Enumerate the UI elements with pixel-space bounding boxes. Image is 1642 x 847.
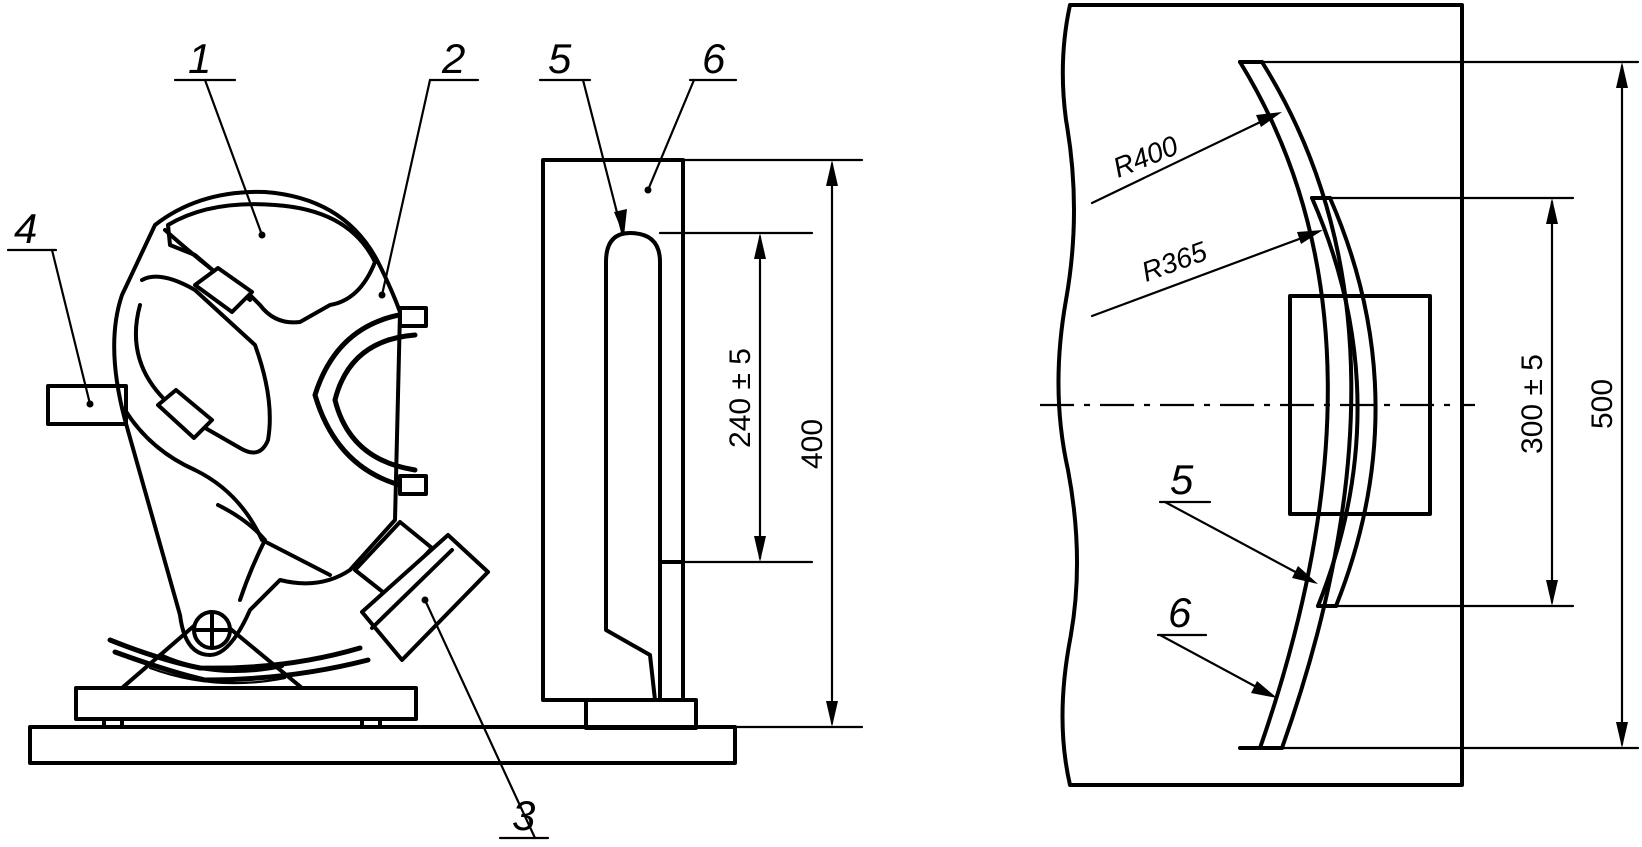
target-plate-base (584, 698, 698, 730)
plan-leader-arrow-6 (1251, 681, 1277, 698)
radius-leader-365 (1090, 230, 1320, 318)
leader-dot-3 (421, 596, 429, 604)
leader-1 (203, 78, 264, 237)
visor-inner (332, 332, 418, 473)
radius-arrow-400 (1256, 112, 1282, 127)
dim-arrow-240-bottom (754, 536, 766, 562)
strap-buckle-top (193, 266, 254, 314)
strap-side (140, 274, 272, 455)
dim-label-inner-height: 300 ± 5 (1516, 354, 1549, 454)
visor-outer (312, 309, 428, 493)
cheek-line (123, 408, 332, 577)
dim-label-slot-height: 240 ± 5 (724, 348, 757, 448)
outer-arc-back (1260, 60, 1354, 750)
filter-canister-edge (370, 548, 454, 630)
probe-rod (46, 384, 128, 426)
hose (107, 637, 363, 671)
leader-3 (423, 598, 537, 840)
support-arc-inner (148, 666, 287, 685)
leader-4 (50, 248, 92, 406)
leader-dot-1 (258, 231, 266, 239)
plan-callout-5: 5 (1170, 456, 1194, 503)
hose-lower (112, 649, 371, 683)
dim-arrow-240-top (754, 233, 766, 259)
callout-3: 3 (512, 792, 535, 839)
head-projection (1288, 294, 1432, 516)
leader-arrow-5 (614, 209, 627, 236)
skull-cap (166, 202, 377, 325)
outer-arc-front (1238, 60, 1330, 750)
callout-6: 6 (702, 35, 726, 82)
plan-callout-6: 6 (1168, 589, 1192, 636)
base-plate (28, 725, 737, 765)
radius-label-365: R365 (1137, 235, 1211, 287)
plan-leader-6 (1158, 633, 1275, 698)
leader-6 (646, 78, 696, 192)
leader-dot-2 (378, 291, 386, 299)
dim-arrow-300-top (1546, 198, 1558, 224)
right-view: R400 R365 300 ± 5 500 5 6 (1040, 3, 1640, 787)
dim-arrow-500-bottom (1616, 722, 1628, 748)
radius-label-400: R400 (1109, 130, 1183, 184)
inner-arc-front (1310, 196, 1360, 608)
visor-clip-bottom (398, 474, 428, 496)
radius-arrow-365 (1297, 230, 1323, 244)
dim-label-outer-height: 500 (1586, 379, 1619, 429)
plan-plate-outline (1056, 3, 1464, 787)
dummy-head-outline (112, 189, 402, 657)
inner-arc-back (1328, 196, 1378, 608)
visor-clip-top (398, 306, 428, 328)
leader-dot-4 (86, 400, 94, 408)
platform-foot-left (102, 717, 124, 729)
radius-leader-400 (1090, 112, 1279, 205)
callout-5: 5 (548, 35, 572, 82)
callout-2: 2 (441, 35, 465, 82)
callout-1: 1 (188, 35, 211, 82)
callout-4: 4 (14, 205, 37, 252)
plan-leader-arrow-5 (1292, 566, 1318, 584)
dim-arrow-400-bottom (826, 701, 838, 727)
leader-2 (380, 78, 432, 297)
platform-foot-right (360, 717, 382, 729)
strap-buckle-side (156, 388, 214, 440)
leader-5 (581, 78, 624, 234)
chin-line (216, 503, 267, 602)
head-platform (74, 686, 418, 721)
dim-label-total-height: 400 (796, 419, 829, 469)
left-view: 240 ± 5 400 1 2 3 4 5 6 (6, 35, 864, 840)
dim-arrow-300-bottom (1546, 580, 1558, 606)
target-slot (604, 231, 685, 702)
plan-leader-5 (1163, 500, 1316, 584)
dim-arrow-500-top (1616, 62, 1628, 88)
dim-arrow-400-top (826, 160, 838, 186)
leader-dot-6 (644, 186, 652, 194)
